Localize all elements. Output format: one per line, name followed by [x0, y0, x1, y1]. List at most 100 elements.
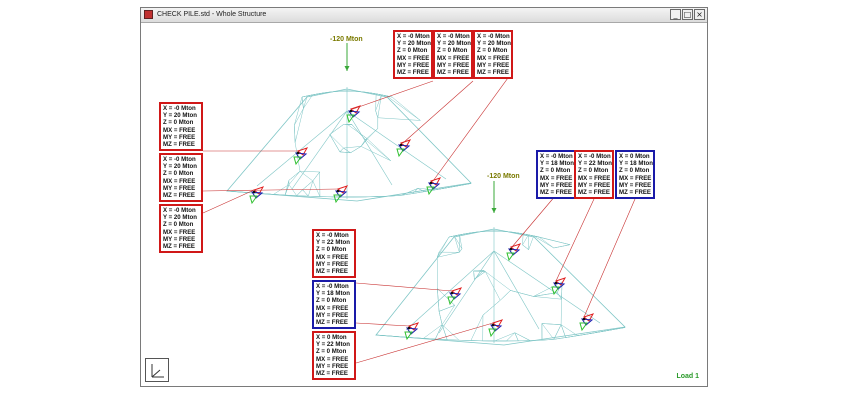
- reaction-line: Z = 0 Mton: [163, 221, 194, 229]
- mesh-edge: [541, 323, 555, 340]
- support-symbol-blue: [552, 282, 566, 290]
- reaction-line: MX = FREE: [397, 54, 430, 62]
- reaction-line: MZ = FREE: [316, 370, 348, 378]
- mesh-edge: [375, 334, 388, 337]
- mesh-edge: [557, 292, 562, 300]
- maximize-button[interactable]: □: [682, 9, 693, 20]
- mesh-edge: [482, 300, 501, 316]
- leader-line: [355, 322, 410, 327]
- leader-line: [555, 198, 595, 282]
- mesh-edge: [541, 323, 562, 325]
- leader-line: [352, 80, 434, 110]
- mesh-edge: [288, 171, 301, 185]
- reaction-line: Y = 20 Mton: [397, 40, 431, 48]
- reaction-line: Z = 0 Mton: [316, 246, 347, 254]
- minimize-button[interactable]: _: [670, 9, 681, 20]
- mesh-edge: [541, 339, 554, 341]
- mesh-edge: [329, 124, 344, 135]
- reaction-line: X = -0 Mton: [163, 156, 196, 163]
- reaction-line: MZ = FREE: [163, 243, 195, 251]
- mesh-edge: [514, 332, 519, 341]
- load-case-status: Load 1: [676, 373, 699, 380]
- mesh-edge: [284, 180, 290, 196]
- mesh-edge: [533, 281, 563, 297]
- close-button[interactable]: ×: [694, 9, 705, 20]
- support-symbol-green: [293, 156, 302, 166]
- mesh-edge: [423, 324, 443, 339]
- mesh-edge: [441, 305, 455, 325]
- reaction-line: Z = 0 Mton: [437, 47, 468, 55]
- axis-triad-icon: [145, 358, 169, 382]
- reaction-line: Z = 0 Mton: [397, 47, 428, 55]
- reaction-line: Y = 18 Mton: [619, 160, 653, 168]
- leader-line: [402, 80, 474, 144]
- reaction-line: MX = FREE: [163, 177, 196, 185]
- reaction-line: Z = 0 Mton: [163, 119, 194, 127]
- support-symbol-green: [506, 252, 515, 262]
- support-symbol-blue: [580, 318, 594, 326]
- mesh-edge: [454, 235, 463, 249]
- mesh-edge: [522, 233, 524, 245]
- mesh-edge: [447, 339, 460, 341]
- mesh-edge: [454, 235, 460, 253]
- reaction-line: MY = FREE: [578, 181, 611, 189]
- mesh-edge: [470, 231, 476, 234]
- mesh-edge: [339, 151, 351, 154]
- mesh-edge: [312, 93, 318, 96]
- mesh-edge: [510, 290, 534, 297]
- leader-line: [355, 282, 453, 292]
- support-symbol-blue: [334, 190, 348, 198]
- mesh-edge: [261, 193, 274, 195]
- support-symbol-green: [396, 148, 405, 158]
- support-node: [491, 323, 495, 327]
- mesh-edge: [358, 132, 368, 140]
- reaction-line: MZ = FREE: [316, 268, 348, 276]
- leader-line: [202, 188, 339, 192]
- support-node: [336, 189, 340, 193]
- support-symbol-green: [551, 286, 560, 296]
- reaction-line: MX = FREE: [316, 304, 349, 312]
- mesh-edge: [350, 146, 362, 154]
- leader-line: [511, 194, 557, 248]
- mesh-edge: [459, 248, 463, 253]
- reaction-line: MZ = FREE: [163, 141, 195, 149]
- mesh-edge: [294, 96, 303, 126]
- mesh-edge: [437, 288, 440, 312]
- reaction-line: Y = 22 Mton: [578, 160, 612, 168]
- mesh-edge: [329, 134, 344, 149]
- reaction-line: MZ = FREE: [619, 189, 651, 197]
- reaction-line: X = -0 Mton: [578, 153, 611, 160]
- mesh-edge: [366, 195, 390, 198]
- reaction-line: X = -0 Mton: [540, 153, 573, 160]
- mesh-edge: [485, 271, 511, 291]
- mesh-edge: [346, 110, 447, 180]
- reaction-line: Z = 0 Mton: [578, 167, 609, 175]
- mesh-edge: [375, 94, 382, 111]
- structure-drawing: [202, 43, 636, 364]
- mesh-edge: [441, 324, 460, 341]
- reaction-line: MX = FREE: [316, 355, 349, 363]
- support-symbol-green: [488, 328, 497, 338]
- mesh-edge: [435, 324, 443, 340]
- mesh-edge: [377, 94, 382, 118]
- window-titlebar[interactable]: CHECK PILE.std - Whole Structure _ □ ×: [141, 8, 707, 23]
- reaction-line: MX = FREE: [578, 174, 611, 182]
- support-symbol-blue: [489, 324, 503, 332]
- mesh-edge: [437, 252, 440, 258]
- reaction-line: Z = 0 Mton: [619, 167, 650, 175]
- support-node: [509, 247, 513, 251]
- reaction-line: MY = FREE: [477, 61, 510, 69]
- support-node: [296, 151, 300, 155]
- support-symbol-green: [249, 195, 258, 205]
- support-symbol-blue: [427, 182, 441, 190]
- mesh-edge: [399, 336, 412, 338]
- reaction-line: Y = 20 Mton: [477, 40, 511, 48]
- mesh-edge: [437, 288, 455, 306]
- support-node: [349, 109, 353, 113]
- mesh-edge: [553, 244, 571, 249]
